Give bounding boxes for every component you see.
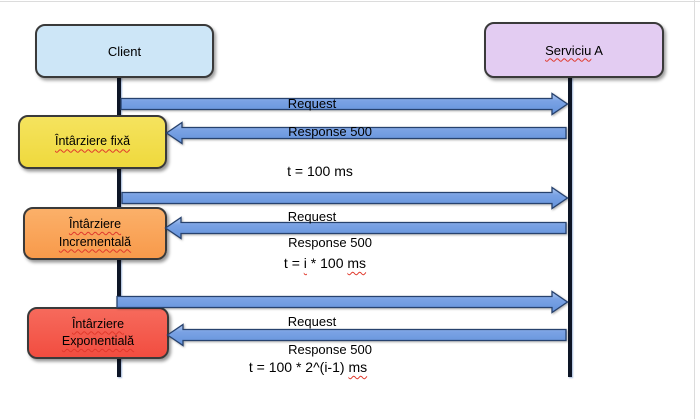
timing-incremental-p2: * 100 [306,255,348,271]
actor-service-label-suffix: A [591,42,603,58]
fixed-delay-box: Întârziere fixă [18,115,167,169]
actor-service-label-word: Serviciu [545,42,592,58]
timing-exponential-ms: ms [348,359,368,375]
timing-incremental-i: i [303,255,307,271]
incremental-delay-box: Întârziere Incrementală [23,207,167,260]
request-arrow-2 [121,186,569,210]
request-label-2: Request [287,209,337,224]
request-arrow-3 [116,290,569,314]
response-label-3: Response 500 [288,342,372,357]
exponential-delay-label-line1: Întârziere [71,316,125,331]
response-label-2: Response 500 [288,235,372,250]
timing-incremental-ms: ms [347,255,367,271]
request-label-3: Request [287,314,337,329]
response-arrow-1 [165,121,567,145]
actor-client-box: Client [35,24,214,78]
slide-right-edge [694,0,695,419]
request-arrow-1 [120,92,569,116]
slide-top-edge [0,1,700,2]
incremental-delay-label-line2: Incrementală [58,234,132,249]
exponential-delay-label-line2: Exponentială [61,334,135,348]
timing-exponential: t = 100 * 2^(i-1) ms [198,359,418,376]
timing-fixed: t = 100 ms [287,163,353,179]
response-arrow-2 [164,216,567,240]
fixed-delay-label: Întârziere fixă [54,134,131,149]
incremental-delay-label-line1: Întârziere [68,217,122,231]
service-lifeline [568,74,572,377]
actor-service-box: Serviciu A [484,22,664,78]
timing-incremental-p1: t = [283,255,304,271]
timing-incremental: t = i * 100 ms [235,255,415,272]
actor-client-label: Client [107,43,142,59]
timing-exponential-p1: t = 100 * 2^(i-1) [248,359,349,375]
response-label-1: Response 500 [288,124,372,139]
request-label-1: Request [287,96,337,111]
exponential-delay-box: Întârziere Exponentială [27,307,169,359]
response-arrow-3 [166,323,567,347]
